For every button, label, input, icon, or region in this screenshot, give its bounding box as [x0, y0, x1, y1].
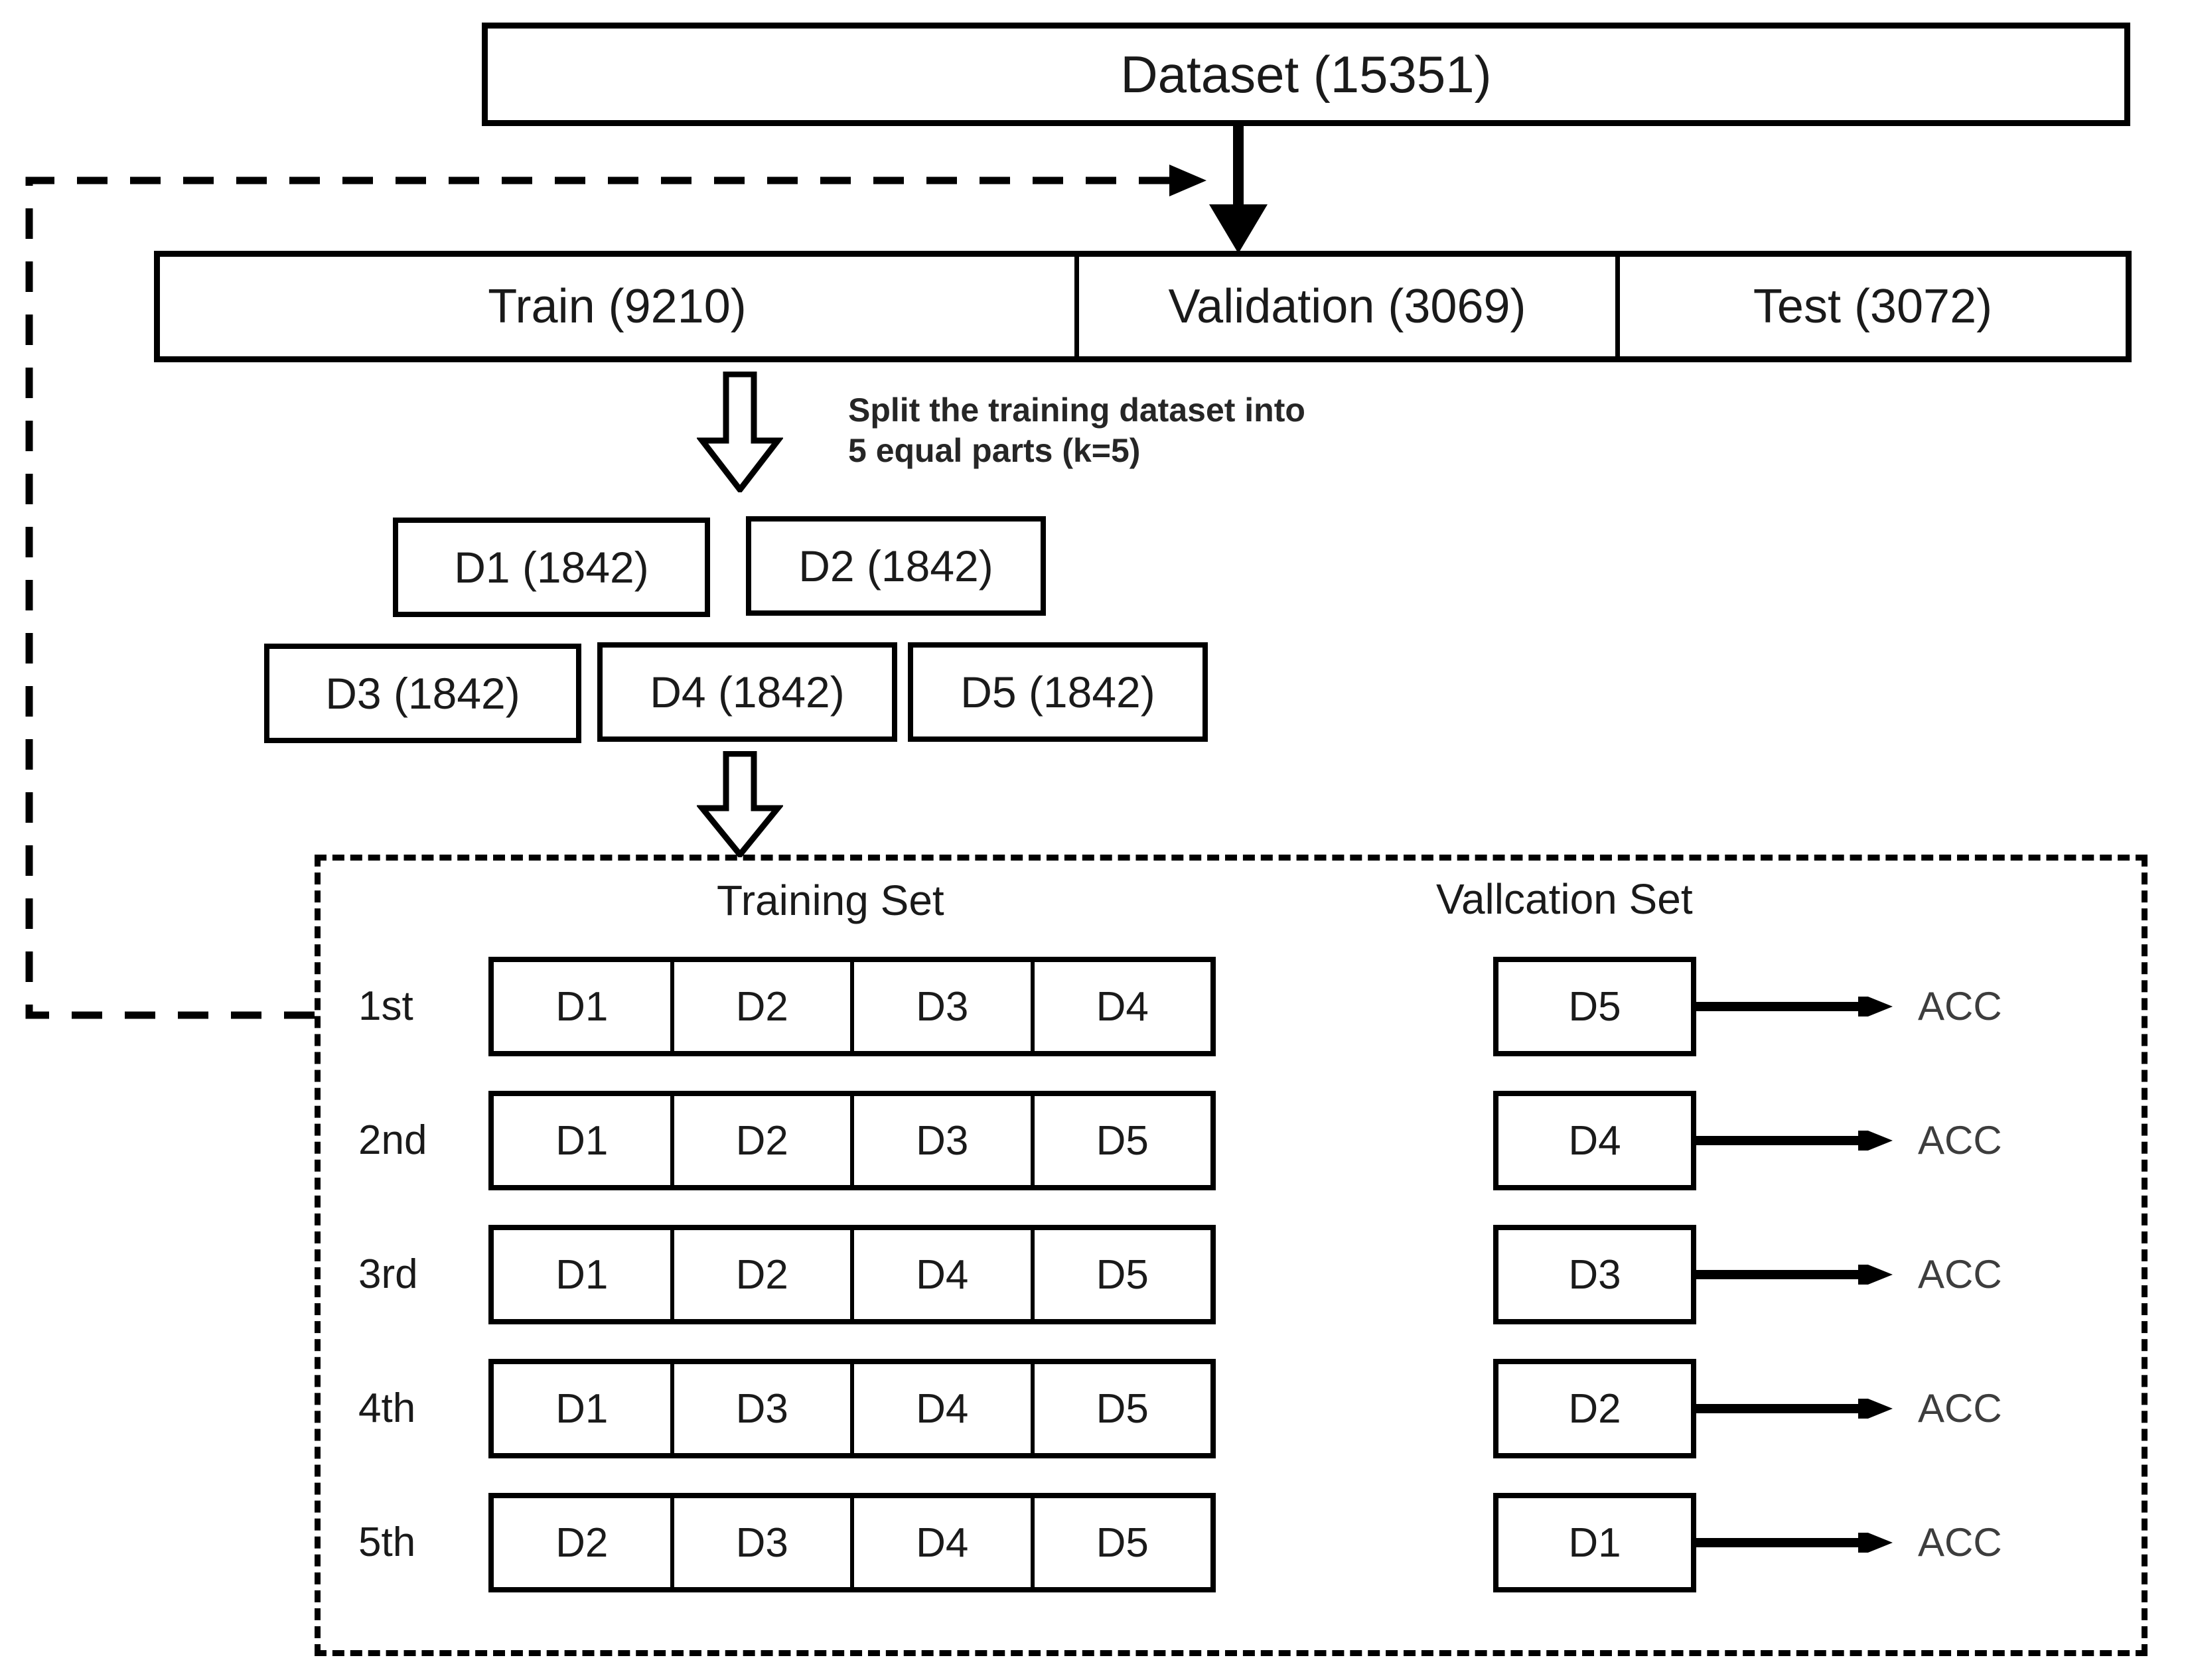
part-box-d4: D4 (1842)	[597, 642, 897, 742]
training-cell: D5	[1096, 1117, 1149, 1164]
split-note-text: Split the training dataset into 5 equal …	[848, 391, 1305, 469]
fold-training-strip-2nd: D1 D2 D3 D5	[488, 1091, 1216, 1190]
training-cell: D3	[854, 1096, 1035, 1185]
fold-validation-cell-1st: D5	[1493, 957, 1696, 1056]
training-cell: D1	[494, 1364, 674, 1453]
fold-row: 1st D1 D2 D3 D4 D5 ACC	[0, 957, 2186, 1056]
fold-row: 5th D2 D3 D4 D5 D1 ACC	[0, 1493, 2186, 1592]
fold-validation-cell-2nd: D4	[1493, 1091, 1696, 1190]
fold-ordinal-1st: 1st	[358, 983, 413, 1029]
fold-validation-cell-4th: D2	[1493, 1359, 1696, 1458]
training-cell: D1	[494, 1230, 674, 1319]
acc-arrow	[1696, 1131, 1893, 1151]
train-validation-test-row: Train (9210) Validation (3069) Test (307…	[154, 251, 2132, 362]
training-cell: D1	[494, 1096, 674, 1185]
dataset-box: Dataset (15351)	[482, 23, 2130, 126]
fold-training-strip-1st: D1 D2 D3 D4	[488, 957, 1216, 1056]
fold-row: 2nd D1 D2 D3 D5 D4 ACC	[0, 1091, 2186, 1190]
training-cell: D2	[674, 1230, 854, 1319]
training-cell: D2	[494, 1498, 674, 1587]
acc-label: ACC	[1918, 1118, 2002, 1162]
dataset-to-split-arrow	[1209, 126, 1268, 253]
parts-to-cv-block-arrow	[697, 751, 783, 857]
training-set-header: Training Set	[717, 876, 944, 924]
training-cell: D5	[1096, 1251, 1149, 1298]
acc-arrow	[1696, 1265, 1893, 1285]
part-box-d2: D2 (1842)	[746, 516, 1046, 616]
test-segment: Test (3072)	[1753, 280, 1993, 333]
fold-row: 4th D1 D3 D4 D5 D2 ACC	[0, 1359, 2186, 1458]
training-cell: D4	[854, 1364, 1035, 1453]
acc-label: ACC	[1918, 984, 2002, 1028]
training-cell: D4	[854, 1230, 1035, 1319]
training-cell: D2	[674, 962, 854, 1051]
fold-training-strip-5th: D2 D3 D4 D5	[488, 1493, 1216, 1592]
fold-validation-cell-5th: D1	[1493, 1493, 1696, 1592]
fold-ordinal-2nd: 2nd	[358, 1117, 427, 1163]
training-cell: D3	[674, 1498, 854, 1587]
training-cell: D3	[674, 1364, 854, 1453]
fold-ordinal-4th: 4th	[358, 1385, 416, 1431]
fold-ordinal-3rd: 3rd	[358, 1251, 418, 1297]
fold-validation-cell-3rd: D3	[1493, 1225, 1696, 1324]
training-cell: D3	[854, 962, 1035, 1051]
fold-row: 3rd D1 D2 D4 D5 D3 ACC	[0, 1225, 2186, 1324]
part-box-d1: D1 (1842)	[393, 518, 710, 617]
acc-label: ACC	[1918, 1252, 2002, 1296]
training-cell: D4	[1096, 983, 1149, 1030]
acc-label: ACC	[1918, 1386, 2002, 1431]
part-box-d3: D3 (1842)	[264, 644, 581, 743]
split-block-arrow	[697, 372, 783, 492]
training-cell: D4	[854, 1498, 1035, 1587]
fold-training-strip-4th: D1 D3 D4 D5	[488, 1359, 1216, 1458]
part-box-d5: D5 (1842)	[908, 642, 1208, 742]
acc-arrow	[1696, 1533, 1893, 1553]
fold-training-strip-3rd: D1 D2 D4 D5	[488, 1225, 1216, 1324]
train-segment: Train (9210)	[160, 257, 1079, 356]
acc-label: ACC	[1918, 1520, 2002, 1565]
training-cell: D5	[1096, 1519, 1149, 1566]
training-cell: D5	[1096, 1385, 1149, 1432]
validation-segment: Validation (3069)	[1079, 257, 1620, 356]
fold-ordinal-5th: 5th	[358, 1519, 416, 1565]
acc-arrow	[1696, 997, 1893, 1016]
acc-arrow	[1696, 1399, 1893, 1419]
training-cell: D2	[674, 1096, 854, 1185]
training-cell: D1	[494, 962, 674, 1051]
cross-validation-container	[315, 855, 2148, 1656]
validation-set-header: Vallcation Set	[1436, 875, 1693, 923]
